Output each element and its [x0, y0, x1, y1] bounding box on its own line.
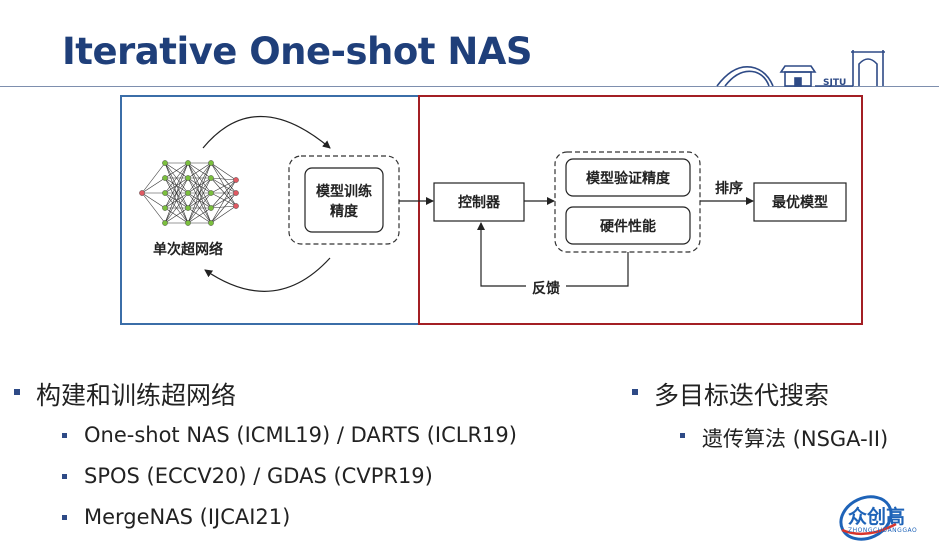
train-accuracy-line2: 精度: [330, 203, 359, 220]
supernet-edge: [210, 162, 237, 181]
supernet-edge: [164, 162, 189, 209]
supernet-edge: [210, 205, 237, 224]
supernet-edge: [210, 177, 237, 181]
watermark-swoosh-icon: [839, 495, 897, 541]
supernet-edge: [187, 177, 212, 224]
supernet-edge: [210, 177, 237, 207]
supernet-node: [233, 203, 239, 209]
watermark-logo: 众创高 ZHONGCHUANGGAO: [836, 494, 936, 544]
hardware-performance-label: 硬件性能: [600, 218, 656, 235]
controller-label: 控制器: [458, 194, 501, 211]
train-accuracy-box: [304, 167, 384, 233]
bullet-item-text: SPOS (ECCV20) / GDAS (CVPR19): [84, 464, 433, 488]
supernet-node: [162, 220, 168, 226]
supernet-edge: [164, 177, 189, 224]
logo-label: SJTU: [823, 78, 846, 88]
supernet-node: [233, 177, 239, 183]
train-accuracy-dashed-group: [288, 155, 400, 245]
university-logo: SJTU: [716, 50, 885, 88]
supernet-node: [233, 190, 239, 196]
supernet-node: [208, 190, 214, 196]
supernet-edge: [187, 162, 212, 194]
feedback-label: 反馈: [532, 280, 560, 297]
curved-arrow-top: [202, 116, 331, 149]
supernet-edge: [164, 192, 189, 224]
supernet-edge: [187, 162, 212, 209]
supernet-edge: [164, 162, 189, 179]
supernet-edge: [210, 192, 237, 224]
left-bullet-list: 构建和训练超网络 One-shot NAS (ICML19) / DARTS (…: [14, 381, 517, 529]
controller-box: [433, 182, 525, 222]
supernet-edge: [210, 205, 237, 209]
supernet-edge: [210, 162, 237, 207]
supernet-node: [208, 205, 214, 211]
bullet-marker: [14, 389, 20, 395]
supernet-edge: [187, 207, 212, 224]
curved-arrow-bottom: [204, 257, 331, 292]
supernet-edge: [210, 177, 237, 194]
hardware-performance-box: [565, 206, 691, 245]
supernet-edge: [141, 192, 166, 209]
bullet-marker: [62, 474, 67, 479]
best-model-box: [753, 182, 847, 222]
supernet-node: [162, 175, 168, 181]
evaluation-dashed-group: [554, 151, 701, 253]
supernet-edge: [141, 192, 166, 224]
supernet-edge: [164, 207, 189, 224]
supernet-node: [185, 175, 191, 181]
bullet-item-text: One-shot NAS (ICML19) / DARTS (ICLR19): [84, 423, 517, 447]
supernet-node: [162, 205, 168, 211]
validation-accuracy-box: [565, 158, 691, 197]
supernet-node: [185, 220, 191, 226]
supernet-node: [208, 220, 214, 226]
best-model-label: 最优模型: [772, 194, 828, 211]
supernet-edge: [210, 179, 237, 209]
supernet-edge: [210, 179, 237, 194]
supernet-edge: [210, 192, 237, 209]
watermark-name: 众创高: [848, 506, 906, 528]
search-frame: [418, 95, 863, 325]
supernet-edge: [187, 162, 212, 224]
supernet-node: [139, 190, 145, 196]
feedback-label-bg: [526, 279, 566, 295]
bullet-marker: [62, 515, 67, 520]
supernet-edge: [141, 162, 166, 194]
supernet-edge: [164, 162, 189, 224]
supernet-graph: [139, 160, 239, 226]
watermark-pinyin: ZHONGCHUANGGAO: [848, 527, 918, 534]
supernet-node: [162, 190, 168, 196]
supernet-node: [162, 160, 168, 166]
title-divider: [0, 86, 939, 87]
supernet-node: [185, 205, 191, 211]
supernet-node: [185, 160, 191, 166]
supernet-edge: [210, 179, 237, 224]
supernet-edge: [187, 192, 212, 224]
train-accuracy-line1: 模型训练: [316, 183, 372, 200]
supernet-node: [208, 160, 214, 166]
bullet-item-text: MergeNAS (IJCAI21): [84, 505, 291, 529]
supernet-label: 单次超网络: [153, 241, 223, 258]
sort-label: 排序: [715, 180, 743, 197]
supernet-edge: [164, 162, 189, 194]
validation-accuracy-label: 模型验证精度: [586, 170, 671, 187]
supernet-node: [208, 175, 214, 181]
supernet-edge: [210, 192, 237, 207]
slide-title: Iterative One-shot NAS: [62, 30, 533, 73]
supernet-edge: [141, 177, 166, 194]
supernet-node: [185, 190, 191, 196]
bullet-marker: [62, 433, 67, 438]
bullet-heading-text: 构建和训练超网络: [36, 381, 237, 410]
supernet-edge: [187, 162, 212, 179]
supernet-edge: [210, 162, 237, 194]
